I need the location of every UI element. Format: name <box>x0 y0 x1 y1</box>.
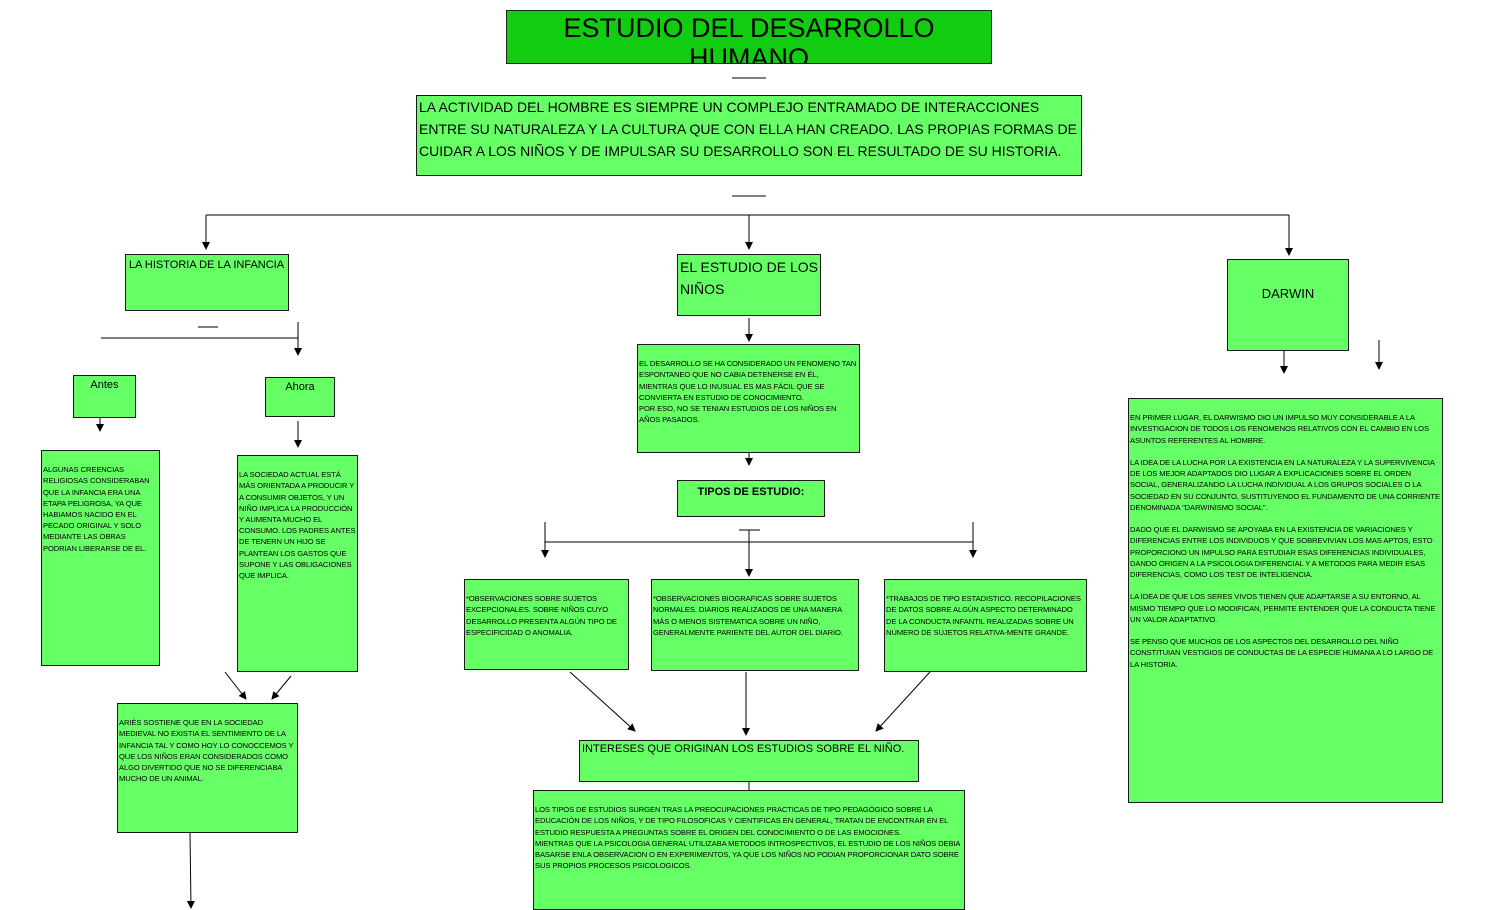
page-title: ESTUDIO DEL DESARROLLO HUMANO <box>506 10 992 64</box>
antes-box: Antes <box>73 375 136 418</box>
tipos-heading: TIPOS DE ESTUDIO: <box>697 486 805 498</box>
intereses-text-box: LOS TIPOS DE ESTUDIOS SURGEN TRAS LA PRE… <box>533 790 965 910</box>
intereses-heading-box: INTERESES QUE ORIGINAN LOS ESTUDIOS SOBR… <box>579 740 919 782</box>
tipo-estudio-2: *OBSERVACIONES BIOGRAFICAS SOBRE SUJETOS… <box>651 579 859 671</box>
page-title-text: ESTUDIO DEL DESARROLLO HUMANO <box>563 13 935 64</box>
darwin-text: EN PRIMER LUGAR, EL DARWISMO DIO UN IMPU… <box>1130 413 1440 669</box>
historia-heading: LA HISTORIA DE LA INFANCIA <box>129 259 285 271</box>
intereses-text: LOS TIPOS DE ESTUDIOS SURGEN TRAS LA PRE… <box>535 805 960 871</box>
aries-text: ARIÉS SOSTIENE QUE EN LA SOCIEDAD MEDIEV… <box>119 718 294 784</box>
ahora-label: Ahora <box>285 381 315 393</box>
tipo-estudio-3: *TRABAJOS DE TIPO ESTADISTICO. RECOPILAC… <box>884 579 1087 672</box>
antes-text: ALGUNAS CREENCIAS RELIGIOSAS CONSIDERABA… <box>43 465 150 553</box>
tipo-estudio-3-text: *TRABAJOS DE TIPO ESTADISTICO. RECOPILAC… <box>886 594 1081 637</box>
intro-box: LA ACTIVIDAD DEL HOMBRE ES SIEMPRE UN CO… <box>416 95 1082 176</box>
ahora-box: Ahora <box>265 377 335 417</box>
intereses-heading: INTERESES QUE ORIGINAN LOS ESTUDIOS SOBR… <box>582 743 905 755</box>
tipo-estudio-1-text: *OBSERVACIONES SOBRE SUJETOS EXCEPCIONAL… <box>466 594 617 637</box>
ahora-text-box: LA SOCIEDAD ACTUAL ESTÁ MÁS ORIENTADA A … <box>237 455 358 672</box>
darwin-text-box: EN PRIMER LUGAR, EL DARWISMO DIO UN IMPU… <box>1128 398 1443 803</box>
historia-heading-box: LA HISTORIA DE LA INFANCIA <box>125 254 289 311</box>
desarrollo-text: EL DESARROLLO SE HA CONSIDERADO UN FENOM… <box>639 359 857 425</box>
estudio-heading-box: EL ESTUDIO DE LOS NIÑOS <box>677 254 821 316</box>
tipos-heading-box: TIPOS DE ESTUDIO: <box>677 480 825 517</box>
darwin-heading: DARWIN <box>1261 286 1315 301</box>
tipo-estudio-1: *OBSERVACIONES SOBRE SUJETOS EXCEPCIONAL… <box>464 579 629 670</box>
desarrollo-box: EL DESARROLLO SE HA CONSIDERADO UN FENOM… <box>637 344 860 453</box>
aries-box: ARIÉS SOSTIENE QUE EN LA SOCIEDAD MEDIEV… <box>117 703 298 833</box>
antes-text-box: ALGUNAS CREENCIAS RELIGIOSAS CONSIDERABA… <box>41 450 160 666</box>
estudio-heading: EL ESTUDIO DE LOS NIÑOS <box>680 259 818 297</box>
antes-label: Antes <box>90 379 119 391</box>
intro-text: LA ACTIVIDAD DEL HOMBRE ES SIEMPRE UN CO… <box>419 99 1077 159</box>
darwin-heading-box: DARWIN <box>1227 259 1349 351</box>
tipo-estudio-2-text: *OBSERVACIONES BIOGRAFICAS SOBRE SUJETOS… <box>653 594 843 637</box>
ahora-text: LA SOCIEDAD ACTUAL ESTÁ MÁS ORIENTADA A … <box>239 470 356 581</box>
